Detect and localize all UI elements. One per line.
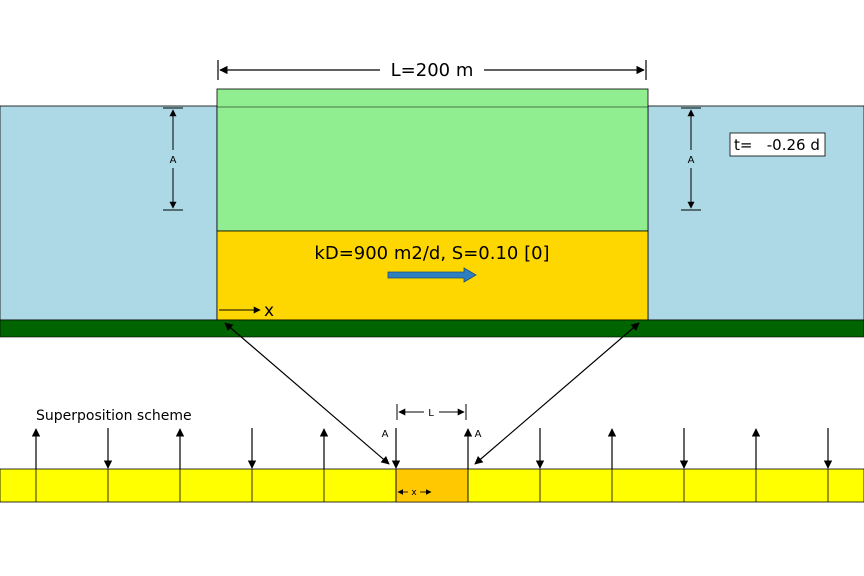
amplitude-right-label: A — [688, 155, 695, 166]
left-surface-water — [0, 105, 218, 321]
aquifer-properties-label: kD=900 m2/d, S=0.10 [0] — [314, 243, 549, 264]
scheme-title: Superposition scheme — [36, 408, 192, 424]
groundwater-zone — [216, 88, 649, 232]
scheme-a-right-label: A — [475, 429, 482, 440]
scheme-segment-dividers — [35, 469, 829, 502]
scheme-load-arrows — [31, 428, 833, 469]
scheme-length-label: L — [428, 408, 434, 419]
x-axis-label: x — [264, 301, 274, 321]
connector-arrow-left — [224, 322, 390, 465]
time-label: t= -0.26 d — [734, 136, 820, 154]
scheme-center-segment — [395, 468, 469, 503]
time-box — [729, 132, 826, 157]
amplitude-left-label: A — [170, 155, 177, 166]
length-label: L=200 m — [391, 60, 474, 81]
connector-arrow-right — [474, 322, 640, 465]
impermeable-base — [0, 319, 864, 338]
flow-direction-arrow — [387, 267, 477, 283]
scheme-a-left-label: A — [382, 429, 389, 440]
scheme-x-label: x — [411, 488, 417, 498]
